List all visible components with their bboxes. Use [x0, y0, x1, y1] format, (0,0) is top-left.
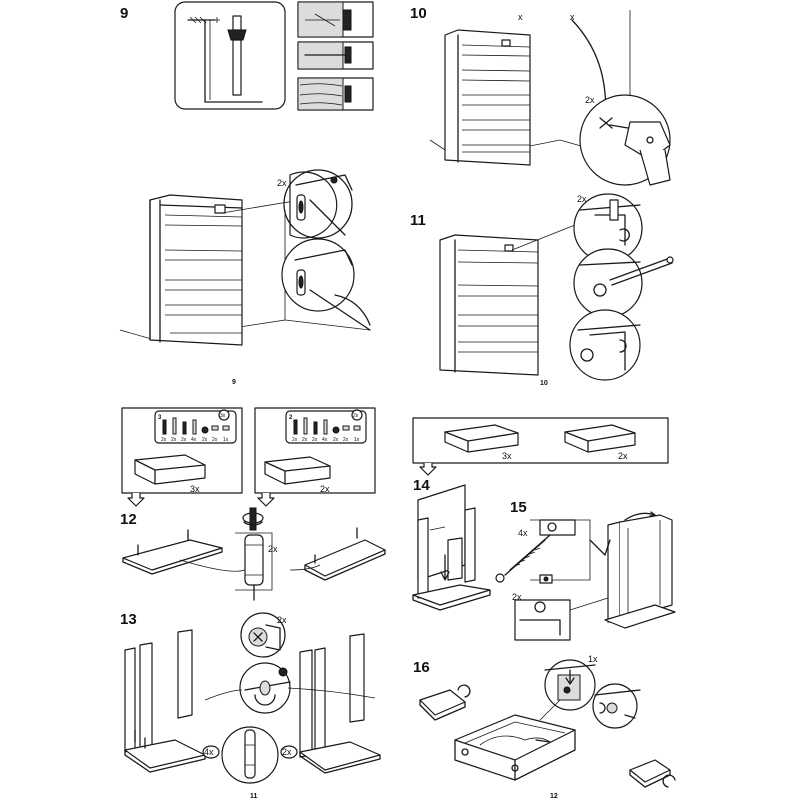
box-left-drawer-qty: 3x — [190, 484, 200, 494]
qty-9: 2x — [277, 178, 287, 188]
drawer-icon-mid — [264, 456, 331, 485]
box-mid: 2 2x 2x 2x 2x 4x 2x 2x 1x 2x — [254, 407, 376, 494]
step-number-9: 9 — [120, 5, 128, 22]
step-number-14: 14 — [413, 477, 430, 494]
arrow-down-icon-left — [127, 493, 145, 507]
dowel-zoom-12 — [235, 507, 273, 601]
step-9: 9 — [119, 1, 374, 386]
page-number-10: 10 — [540, 380, 548, 387]
box-mid-badge: 2x — [353, 413, 359, 419]
step-12: 12 2x — [120, 507, 386, 601]
box-mid-label: 2 — [289, 415, 293, 421]
arrow-curve-icon — [649, 511, 656, 517]
chest-of-drawers-11 — [439, 224, 576, 376]
hw-count-l3: 2x — [181, 437, 187, 443]
drawer-icon-left — [134, 454, 206, 485]
bracket-zoom-9a — [283, 169, 353, 239]
box-mid-drawer-qty: 2x — [320, 484, 330, 494]
hw-count-l6: 2x — [212, 437, 218, 443]
step-number-10: 10 — [410, 5, 427, 22]
foot-zoom-15b — [514, 599, 571, 641]
screw-icon — [189, 16, 207, 24]
page-number-12: 12 — [550, 793, 558, 800]
step-number-15: 15 — [510, 499, 527, 516]
qty-13-right: 2x — [282, 747, 292, 757]
drawer-box-small-16a — [419, 684, 471, 721]
step-13: 13 2x — [120, 611, 381, 800]
screwdriver-tip-icon — [227, 29, 247, 41]
screw-zoom-11c — [569, 309, 641, 381]
chest-of-drawers-9 — [149, 194, 301, 346]
hw-count-l7: 1x — [223, 437, 229, 443]
hardware-icons-left — [162, 417, 230, 435]
drill-zoom-10 — [579, 94, 671, 186]
qty-15-b: 2x — [512, 592, 522, 602]
cam-zoom-13a — [240, 612, 286, 658]
box-right-qty-b: 2x — [618, 451, 628, 461]
qty-10: 2x — [585, 95, 595, 105]
hw-count-m7: 1x — [354, 437, 360, 443]
bracket-zoom-9b — [281, 238, 371, 331]
hw-count-l4: 4x — [191, 437, 197, 443]
qty-15-a: 4x — [518, 528, 528, 538]
step-number-11: 11 — [410, 212, 426, 229]
step-10: 10 x x 2x — [410, 5, 671, 186]
step-14: 14 — [412, 477, 491, 611]
screw-zoom-15a — [495, 519, 591, 583]
hw-count-m4: 4x — [322, 437, 328, 443]
box-right: 3x 2x — [412, 417, 669, 464]
hw-count-l1: 2x — [161, 437, 167, 443]
mark-x-2: x — [570, 12, 575, 22]
box-left: 3 3x 2x 2x 2x 4x 2x 2x 1x 3x — [121, 407, 243, 494]
qty-13-top: 2x — [277, 615, 287, 625]
step-number-16: 16 — [413, 659, 430, 676]
qty-11: 2x — [577, 194, 587, 204]
hw-count-l2: 2x — [171, 437, 177, 443]
hw-count-l5: 2x — [202, 437, 208, 443]
wall-fixing-detail — [174, 1, 286, 110]
hardware-icons-mid — [293, 417, 361, 435]
drawer-box-small-16b — [629, 759, 676, 788]
wall-type-concrete — [297, 1, 374, 38]
hw-count-m6: 2x — [343, 437, 349, 443]
step-number-12: 12 — [120, 511, 137, 528]
arrow-down-icon-right — [419, 463, 437, 476]
cam-zoom-13b — [239, 662, 291, 714]
screw-zoom-16b — [592, 683, 641, 729]
hw-count-m3: 2x — [312, 437, 318, 443]
step-number-13: 13 — [120, 611, 137, 628]
hw-count-m5: 2x — [333, 437, 339, 443]
screw-zoom-16a — [544, 659, 596, 711]
qty-12: 2x — [268, 544, 278, 554]
screw-zoom-11a — [573, 193, 643, 263]
step-11: 11 2x — [410, 193, 674, 387]
screw-zoom-11b — [573, 248, 674, 318]
step-16: 16 1x — [413, 654, 676, 800]
panel-right-12 — [304, 539, 386, 577]
box-right-qty-a: 3x — [502, 451, 512, 461]
hw-count-m2: 2x — [302, 437, 308, 443]
step-15: 15 4x 2x — [495, 499, 676, 641]
page-number-11: 11 — [250, 793, 258, 800]
box-left-label: 3 — [158, 415, 162, 421]
wall-type-wood — [297, 77, 374, 111]
qty-13-left: 4x — [204, 747, 214, 757]
box-left-badge: 3x — [220, 413, 226, 419]
drawer-16 — [454, 714, 576, 781]
dowel-zoom-13 — [221, 726, 279, 784]
qty-16: 1x — [588, 654, 598, 664]
hw-count-m1: 2x — [292, 437, 298, 443]
wall-type-plaster — [297, 41, 374, 70]
arrow-insert-icon — [440, 554, 450, 581]
mark-x-1: x — [518, 12, 523, 22]
arrow-down-icon-mid — [257, 493, 275, 507]
page-number-9: 9 — [232, 379, 236, 386]
chest-of-drawers-10 — [444, 29, 531, 166]
